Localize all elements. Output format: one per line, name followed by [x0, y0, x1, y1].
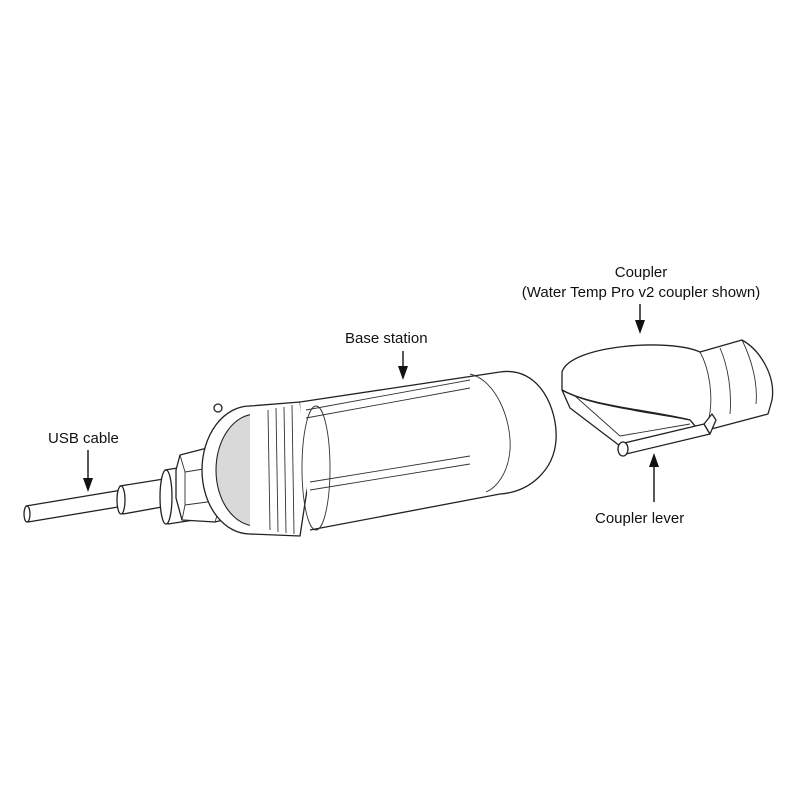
- usb-cable-label: USB cable: [48, 430, 119, 447]
- base-station-label: Base station: [345, 330, 428, 347]
- coupler-lever-label: Coupler lever: [595, 510, 684, 527]
- coupler: [561, 339, 774, 447]
- coupler-arrow: [635, 304, 645, 334]
- coupler-lever-arrow: [649, 453, 659, 502]
- base-station-end-cap: [201, 401, 311, 537]
- coupler-lever: [617, 413, 717, 457]
- base-station-arrow: [398, 351, 408, 380]
- coupler-label: Coupler: [615, 264, 668, 281]
- usb-cable: [23, 477, 174, 523]
- coupler-subtitle: (Water Temp Pro v2 coupler shown): [522, 284, 760, 301]
- base-station-body: [299, 370, 557, 531]
- usb-cable-arrow: [83, 450, 93, 492]
